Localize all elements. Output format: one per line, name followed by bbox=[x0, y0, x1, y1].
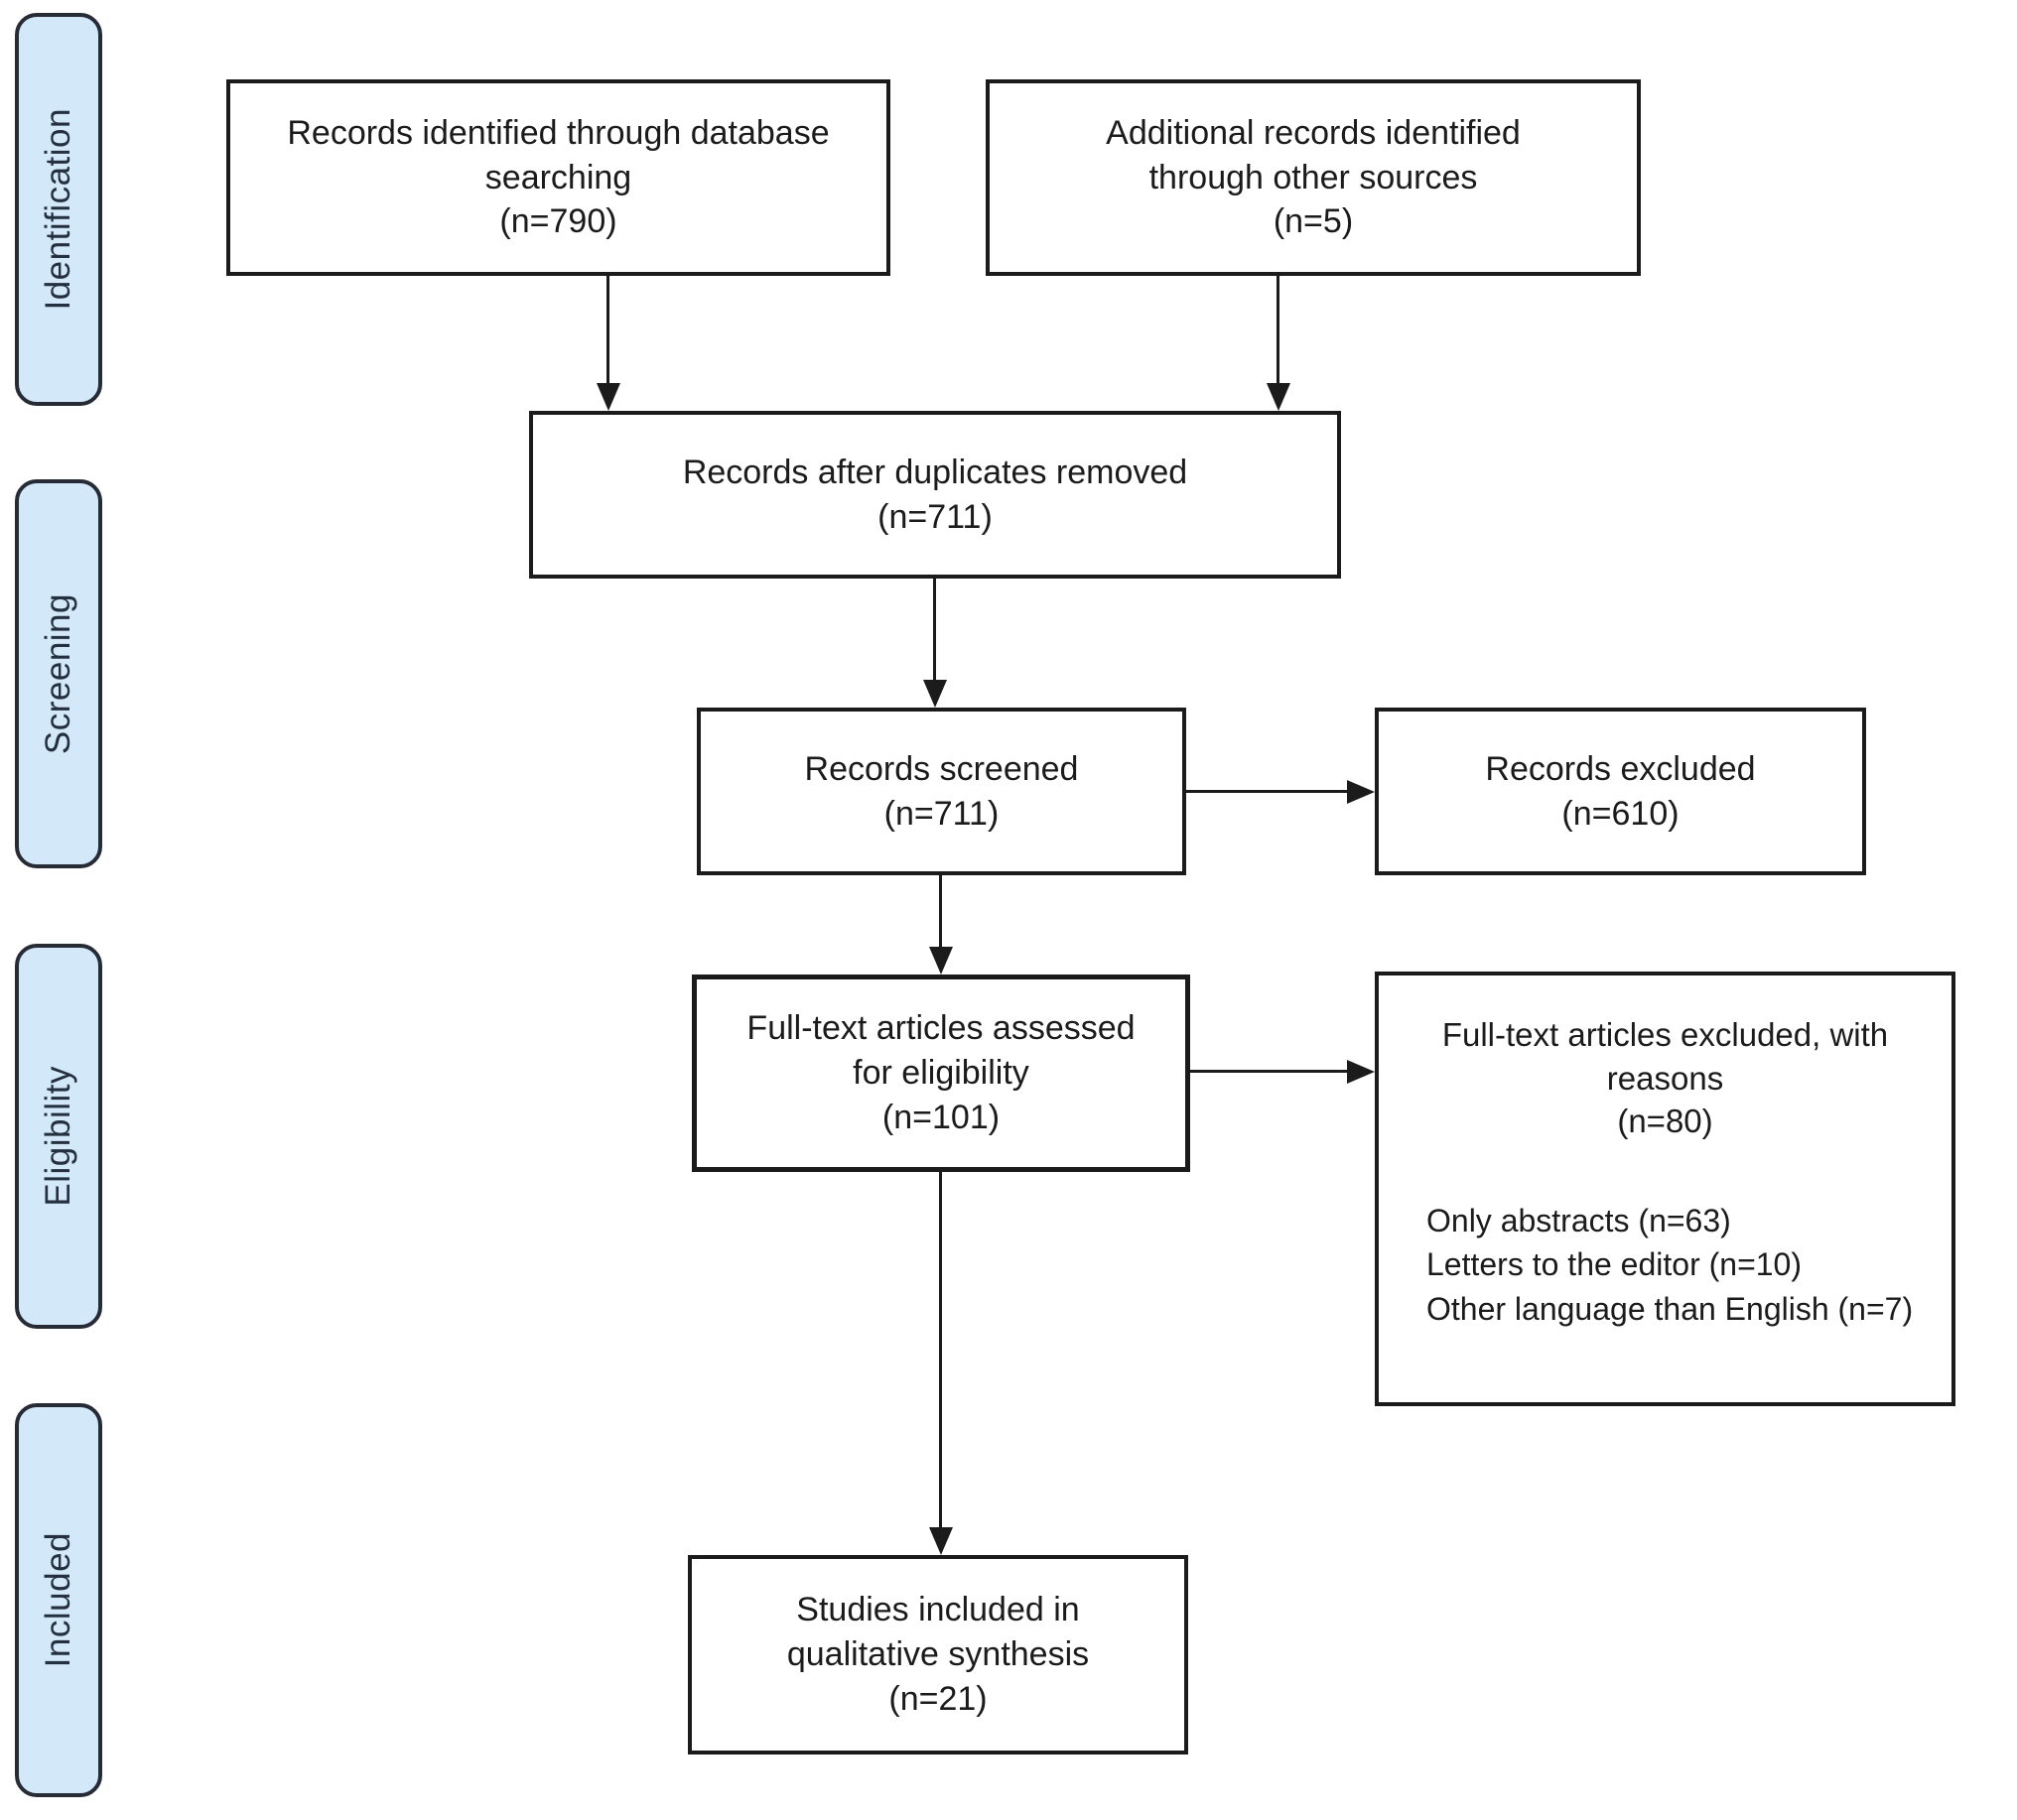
arrow-screened-to-excluded-head bbox=[1347, 780, 1375, 804]
arrow-fulltext-to-included-stem bbox=[939, 1172, 942, 1527]
stage-included: Included bbox=[15, 1403, 102, 1797]
box-fulltext-excluded-title: Full-text articles excluded, with reason… bbox=[1441, 1016, 1889, 1140]
box-records-excluded: Records excluded (n=610) bbox=[1375, 708, 1866, 875]
box-duplicates-removed: Records after duplicates removed (n=711) bbox=[529, 411, 1341, 579]
box-additional-records-text: Additional records identified through ot… bbox=[1106, 113, 1521, 241]
stage-screening: Screening bbox=[15, 479, 102, 868]
arrow-duplicates-to-screened-stem bbox=[933, 579, 936, 680]
box-fulltext-excluded: Full-text articles excluded, with reason… bbox=[1375, 972, 1955, 1406]
arrow-fulltext-to-excluded-stem bbox=[1190, 1070, 1347, 1073]
box-fulltext-assessed-text: Full-text articles assessed for eligibil… bbox=[746, 1009, 1136, 1136]
arrow-database-to-duplicates-stem bbox=[606, 276, 609, 385]
arrow-fulltext-to-excluded-head bbox=[1347, 1060, 1375, 1084]
arrow-screened-to-fulltext-head bbox=[929, 947, 953, 975]
box-records-excluded-text: Records excluded (n=610) bbox=[1485, 749, 1756, 833]
stage-included-label: Included bbox=[39, 1532, 77, 1668]
box-duplicates-removed-text: Records after duplicates removed (n=711) bbox=[682, 453, 1188, 536]
arrow-screened-to-excluded-stem bbox=[1186, 790, 1347, 793]
arrow-other-sources-to-duplicates-head bbox=[1267, 383, 1290, 411]
arrow-database-to-duplicates-head bbox=[597, 383, 620, 411]
stage-screening-label: Screening bbox=[39, 592, 77, 755]
arrow-fulltext-to-included-head bbox=[929, 1527, 953, 1555]
arrow-screened-to-fulltext-stem bbox=[939, 875, 942, 947]
box-included-studies: Studies included in qualitative synthesi… bbox=[688, 1555, 1188, 1755]
stage-identification: Identification bbox=[15, 13, 102, 406]
box-additional-records: Additional records identified through ot… bbox=[986, 79, 1641, 276]
stage-identification-label: Identification bbox=[39, 108, 77, 311]
reason-only-abstracts: Only abstracts (n=63) bbox=[1426, 1202, 1731, 1238]
stage-eligibility-label: Eligibility bbox=[39, 1066, 77, 1207]
box-fulltext-assessed: Full-text articles assessed for eligibil… bbox=[692, 975, 1190, 1172]
box-records-screened: Records screened (n=711) bbox=[697, 708, 1186, 875]
box-records-screened-text: Records screened (n=711) bbox=[804, 749, 1079, 833]
reason-letters-to-editor: Letters to the editor (n=10) bbox=[1426, 1246, 1802, 1283]
box-records-identified-database-text: Records identified through database sear… bbox=[287, 113, 830, 241]
reason-other-language: Other language than English (n=7) bbox=[1426, 1291, 1914, 1328]
stage-eligibility: Eligibility bbox=[15, 944, 102, 1329]
box-included-studies-text: Studies included in qualitative synthesi… bbox=[786, 1591, 1090, 1718]
box-fulltext-excluded-reasons: Only abstracts (n=63) Letters to the edi… bbox=[1379, 1199, 1951, 1332]
arrow-other-sources-to-duplicates-stem bbox=[1277, 276, 1279, 385]
box-records-identified-database: Records identified through database sear… bbox=[226, 79, 890, 276]
arrow-duplicates-to-screened-head bbox=[923, 680, 947, 708]
